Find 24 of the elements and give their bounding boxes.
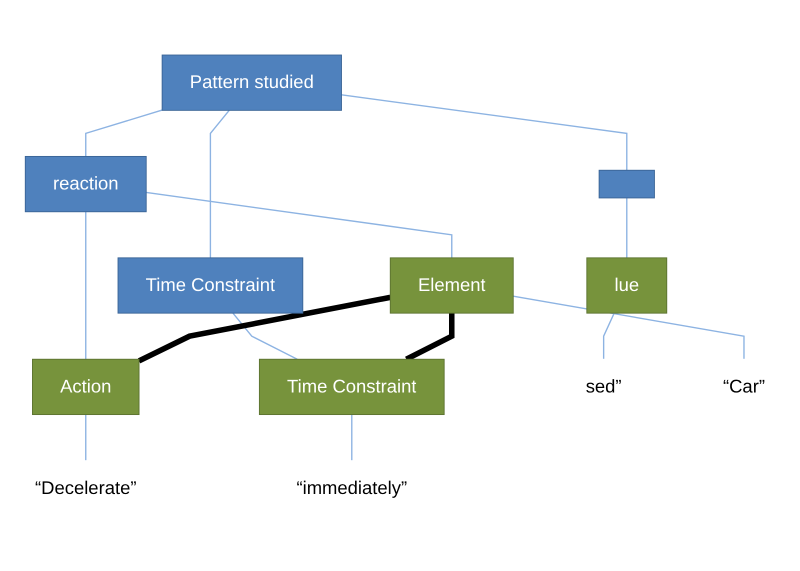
node-text: sed” <box>586 376 622 398</box>
connector <box>146 192 452 258</box>
node-box: Action <box>32 358 140 416</box>
connector <box>626 198 628 258</box>
connector <box>85 212 86 360</box>
connector <box>210 110 230 258</box>
node-box: Time Constraint <box>118 257 304 314</box>
node-text: “Decelerate” <box>35 478 136 498</box>
node-box: Pattern studied <box>162 54 342 111</box>
connector <box>232 312 298 360</box>
connector <box>85 414 86 461</box>
connector <box>513 295 745 360</box>
connector <box>85 109 162 156</box>
node-box: Element <box>390 257 514 314</box>
connector <box>602 312 615 360</box>
node-box: lue <box>586 257 668 314</box>
node-box: Time Constraint <box>258 358 445 416</box>
connector <box>351 414 352 461</box>
connector <box>341 94 628 170</box>
node-text: “immediately” <box>296 478 408 498</box>
node-box: reaction <box>24 156 147 212</box>
node-text: “Car” <box>722 376 765 398</box>
connector <box>138 294 391 364</box>
node-box <box>598 170 655 198</box>
